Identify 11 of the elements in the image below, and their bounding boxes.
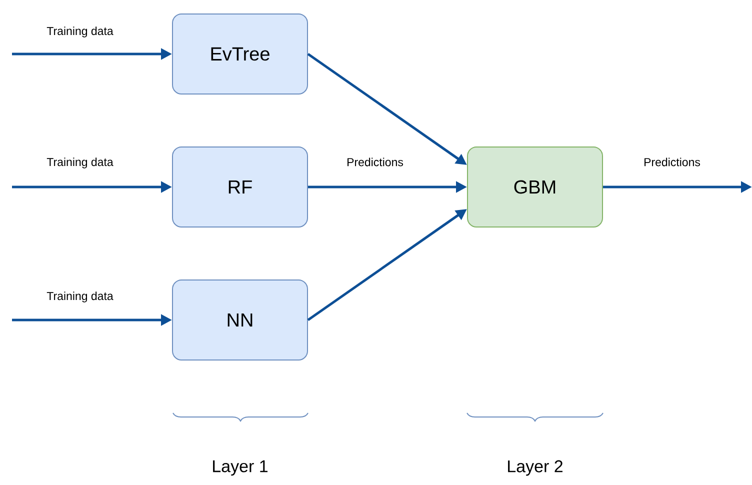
edge-label: Training data: [46, 26, 114, 38]
edge-label: Predictions: [346, 156, 404, 168]
layer-label: Layer 2: [508, 460, 562, 476]
edge-label: Predictions: [642, 156, 702, 168]
model-box: EvTree: [172, 14, 308, 94]
model-box: NN: [172, 280, 308, 360]
model-box: RF: [172, 146, 308, 228]
model-box: GBM: [467, 146, 603, 228]
edge-label: Training data: [46, 156, 114, 170]
layer-label: Layer 1: [213, 460, 268, 476]
edge-label: Training data: [46, 290, 114, 304]
